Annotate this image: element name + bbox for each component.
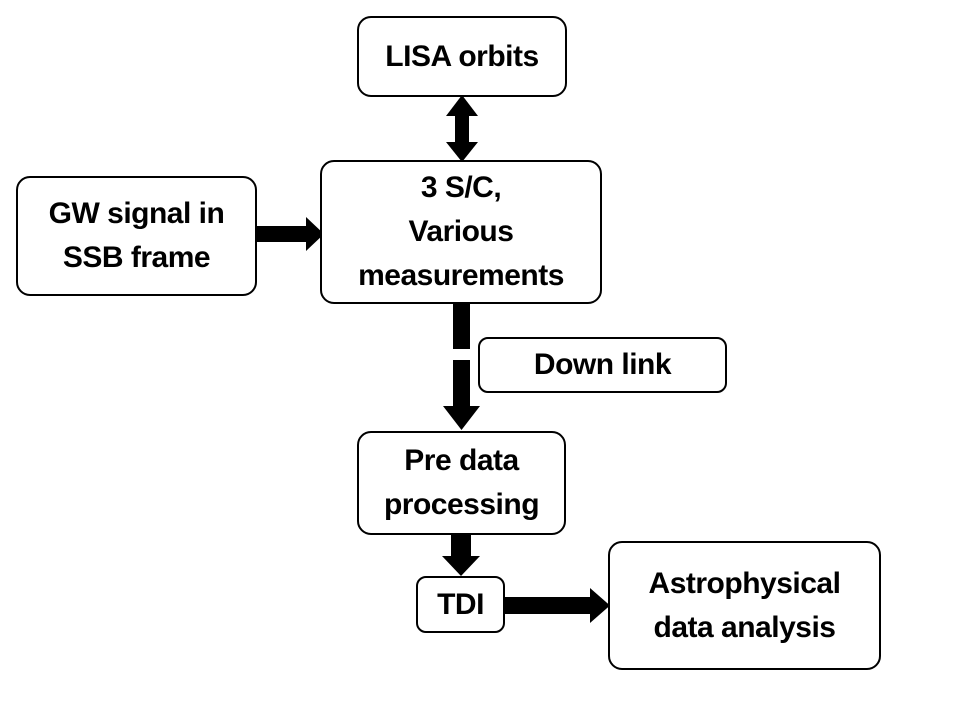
edge-spacecraft-to-pre-data [443,302,480,430]
node-gw-signal-line-2: SSB frame [62,241,211,274]
node-astro-line-1: Astrophysical [648,566,841,600]
edge-pre-data-to-tdi [442,533,480,576]
node-gw-signal-line-1: GW signal in [48,197,225,230]
node-astro-line-2: data analysis [653,610,836,644]
node-lisa-orbits[interactable]: LISA orbits [357,16,567,97]
node-pre-data-line-1: Pre data [404,444,519,477]
node-spacecraft-line-3: measurements [358,259,564,292]
node-pre-data-line-2: processing [383,488,540,521]
node-down-link-line-1: Down link [533,348,672,381]
node-pre-data-processing[interactable]: Pre data processing [357,431,566,535]
edge-gw-signal-to-spacecraft [257,217,324,251]
node-spacecraft-line-1: 3 S/C, [420,171,502,204]
node-down-link[interactable]: Down link [478,337,727,393]
node-lisa-orbits-line-1: LISA orbits [385,39,539,73]
node-spacecraft-line-2: Various [408,215,514,248]
node-tdi[interactable]: TDI [416,576,505,633]
node-tdi-line-1: TDI [437,587,484,621]
edge-lisa-orbits-to-spacecraft [446,95,478,162]
node-astrophysical-data-analysis[interactable]: Astrophysical data analysis [608,541,881,670]
edge-tdi-to-astro [503,588,610,623]
node-gw-signal[interactable]: GW signal in SSB frame [16,176,257,296]
node-spacecraft[interactable]: 3 S/C, Various measurements [320,160,602,304]
